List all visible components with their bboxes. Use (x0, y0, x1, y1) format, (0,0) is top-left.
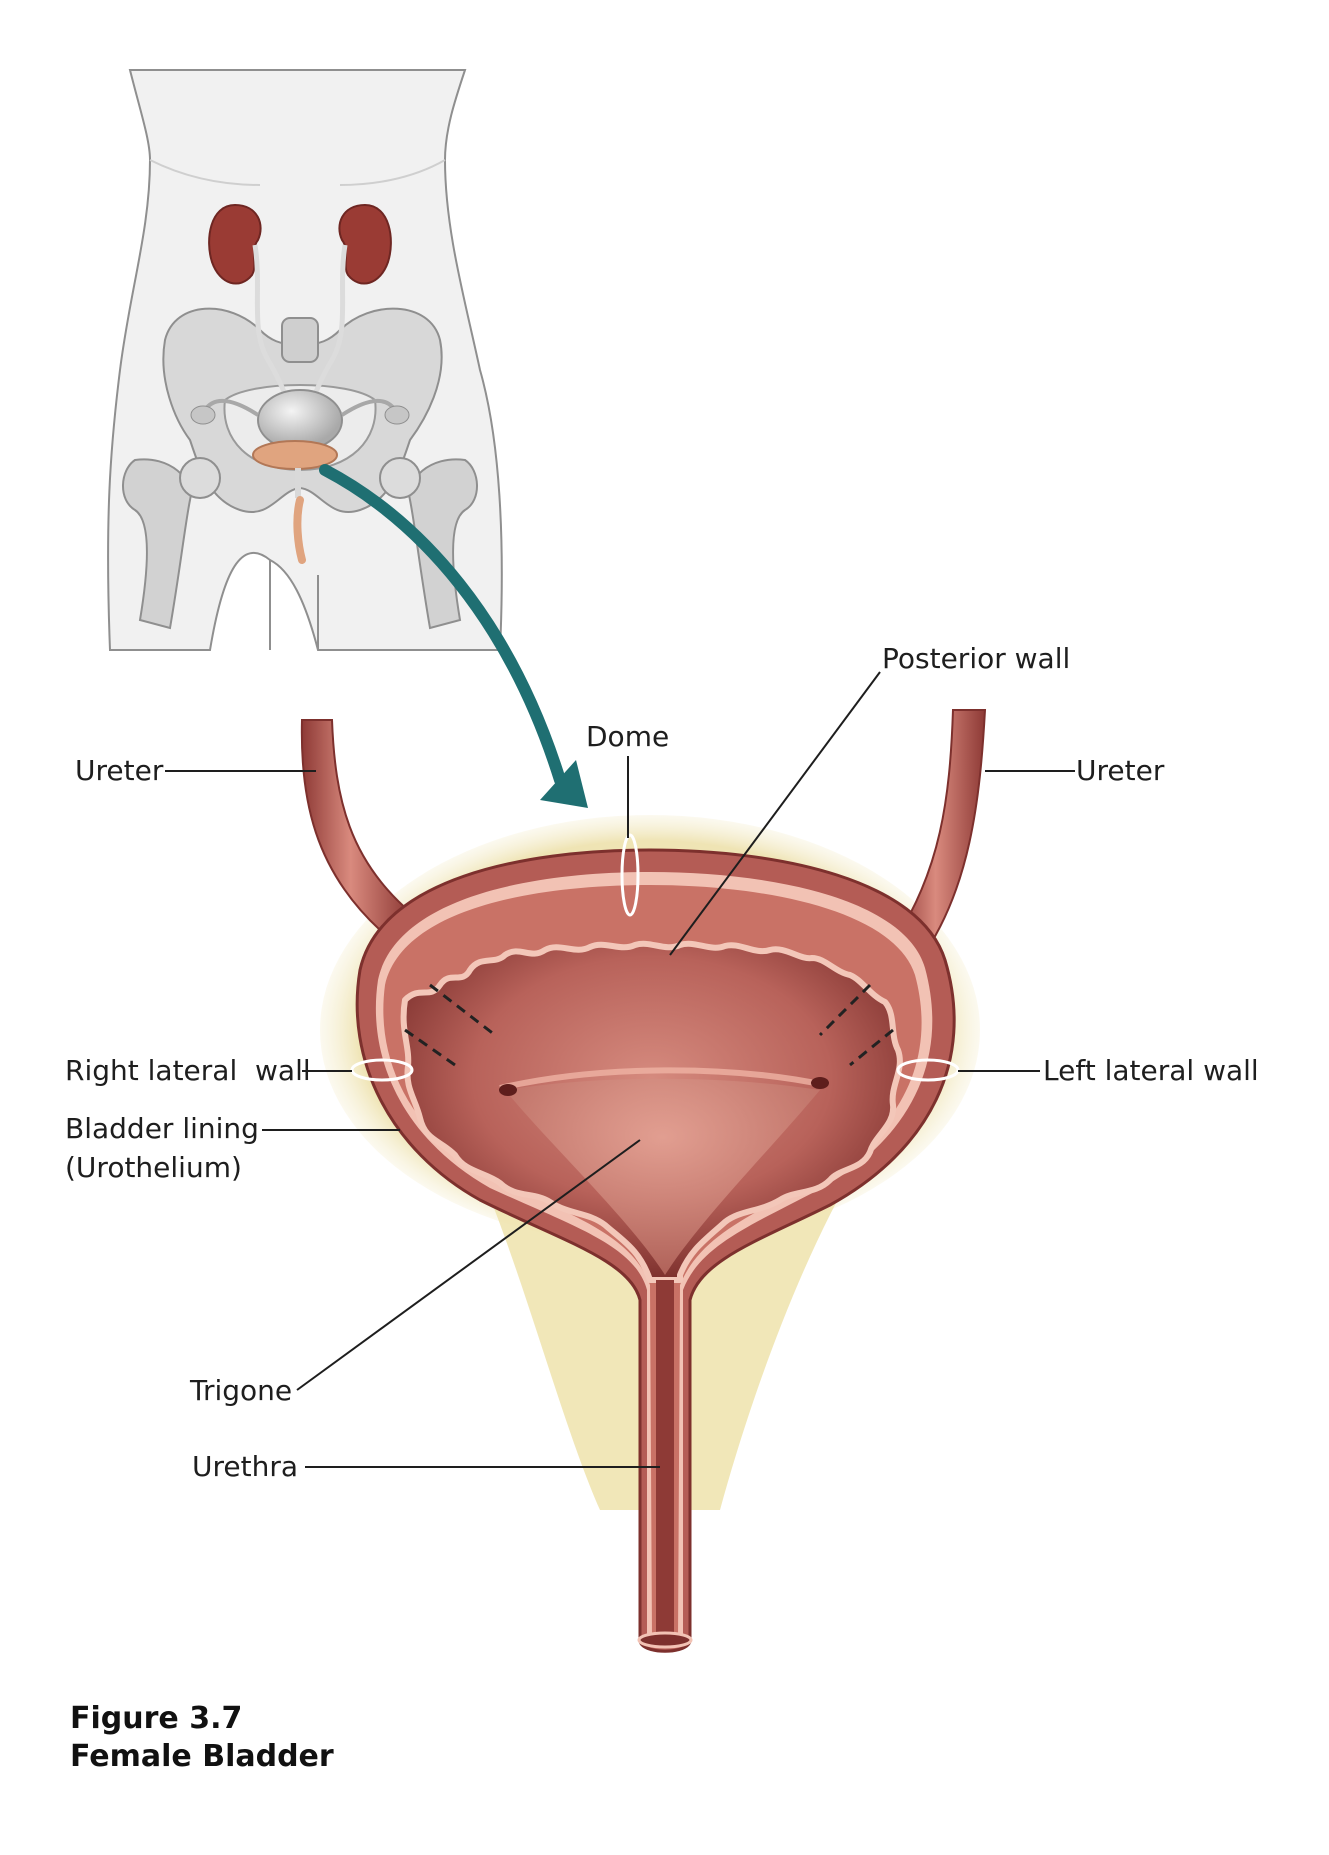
label-bladder-lining: Bladder lining (65, 1112, 259, 1145)
waist-contour (149, 159, 446, 186)
vagina-thumb (293, 496, 306, 564)
urethra-opening (637, 1631, 693, 1649)
label-posterior-wall: Posterior wall (882, 642, 1071, 675)
trigone-region (505, 1078, 820, 1275)
leader-lines (165, 671, 1075, 1468)
ureteric-orifice-left (811, 1077, 829, 1089)
label-urethra: Urethra (192, 1450, 299, 1483)
femoral-head-right (179, 457, 221, 499)
kidney-right (208, 203, 262, 285)
ovary-left-thumb (384, 405, 410, 425)
dome-ring-marker (620, 833, 640, 917)
sacrum (281, 317, 319, 363)
ureter-right-tube (300, 719, 412, 932)
label-urothelium: (Urothelium) (65, 1151, 242, 1184)
label-dome: Dome (586, 720, 670, 753)
label-ureter-right: Ureter (75, 754, 164, 787)
ureteric-orifice-right (499, 1084, 517, 1096)
figure-number: Figure 3.7 (70, 1701, 243, 1736)
ureter-dash-right-1 (429, 983, 496, 1037)
urinary-organs-thumbnail (190, 203, 410, 564)
kidney-left (338, 203, 392, 285)
leader-posterior-wall (669, 671, 881, 956)
ureter-dash-left-1 (818, 983, 872, 1037)
label-ureter-left: Ureter (1076, 754, 1165, 787)
interureteric-ridge (499, 1067, 826, 1091)
ovary-right-thumb (190, 405, 216, 425)
figure-title: Female Bladder (70, 1739, 334, 1774)
zoom-arrow-head (540, 760, 588, 808)
figure-caption: Figure 3.7 Female Bladder (70, 1700, 334, 1776)
leader-trigone (296, 1139, 641, 1391)
ureter-dash-left-2 (849, 1028, 894, 1067)
label-trigone: Trigone (190, 1374, 293, 1407)
label-right-lateral-wall: Right lateral wall (65, 1054, 311, 1087)
femoral-head-left (379, 457, 421, 499)
zoom-arrow (319, 464, 566, 786)
label-left-lateral-wall: Left lateral wall (1043, 1054, 1259, 1087)
leg-gap (269, 560, 319, 650)
